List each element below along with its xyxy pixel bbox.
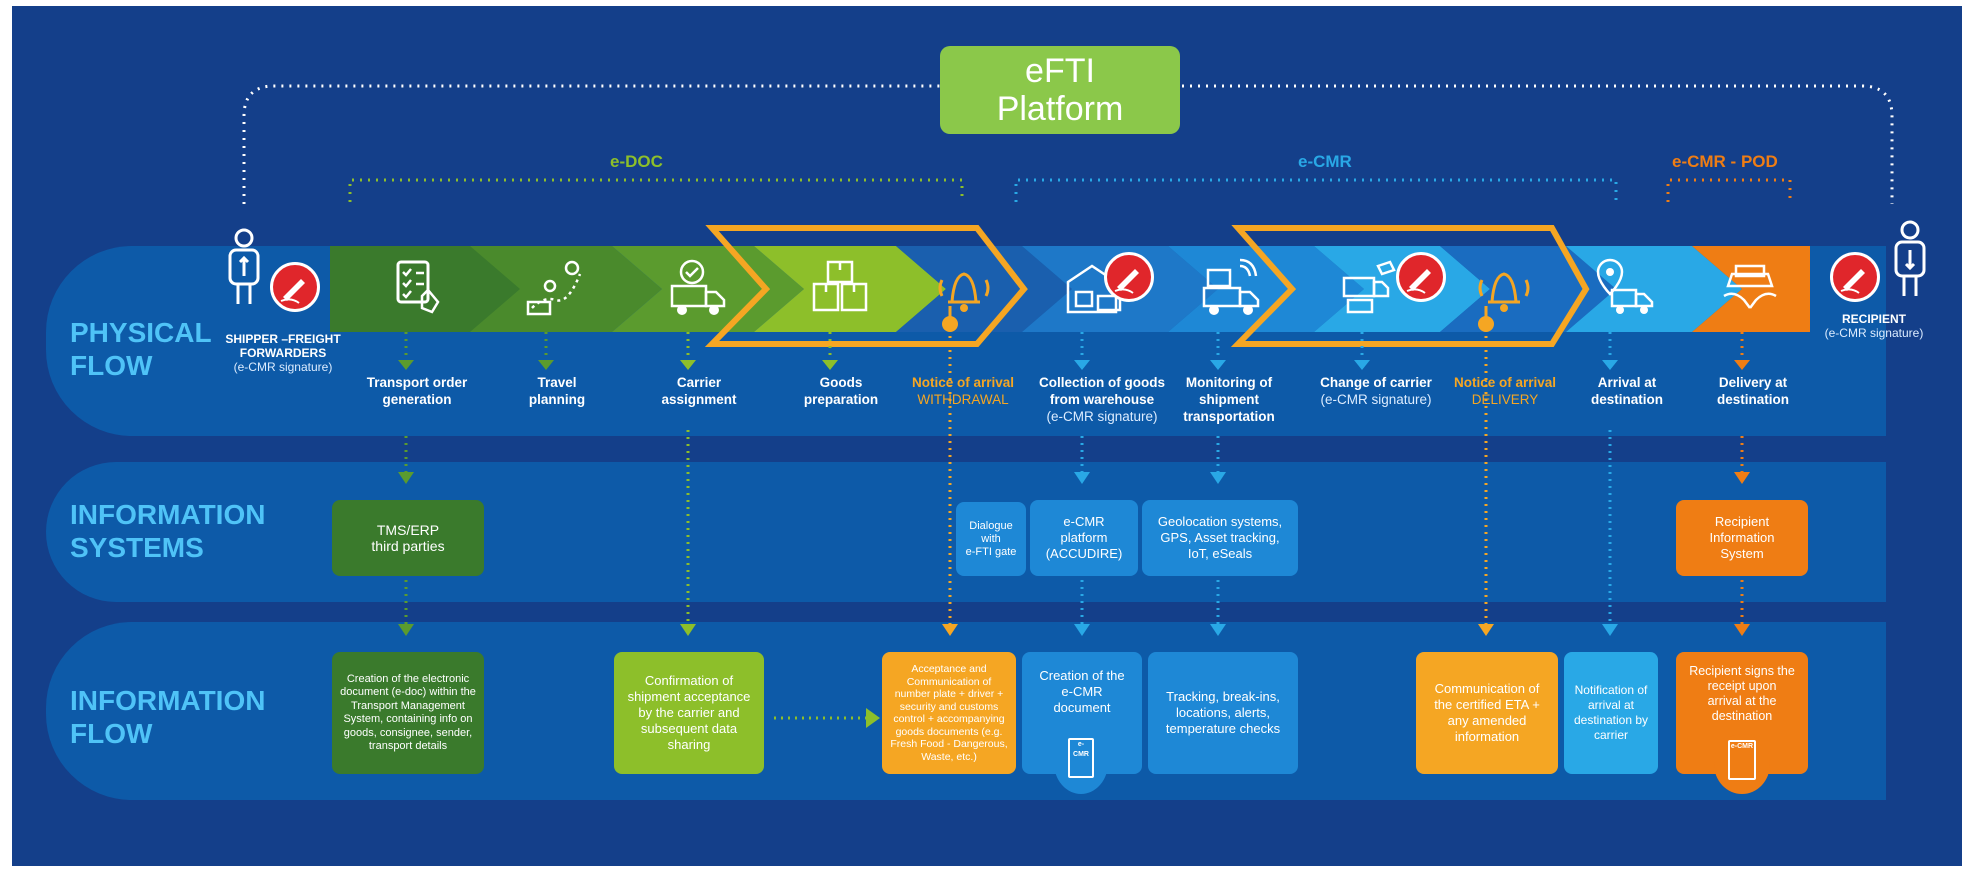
route-icon (526, 260, 582, 316)
boxes-icon (812, 260, 868, 312)
group-label-ecmr-pod: e-CMR - POD (1672, 152, 1778, 171)
checklist-icon (396, 260, 440, 314)
e-signature-icon-shipper (270, 262, 320, 312)
bell-icon-delivery (1478, 272, 1530, 312)
shipper-person-icon (228, 228, 260, 304)
geolocation-systems-box: Geolocation systems,GPS, Asset tracking,… (1142, 500, 1298, 576)
group-label-edoc: e-DOC (610, 152, 663, 171)
connector-lines (242, 84, 1894, 204)
carrier-change-icon (1342, 260, 1396, 314)
bell-icon-withdrawal (938, 272, 990, 312)
diagram-canvas: { "platform": {"line1": "eFTI", "line2":… (12, 6, 1962, 866)
efti-platform-box: eFTI Platform (940, 46, 1180, 134)
signed-ecmr-document-icon: e-CMR (1728, 740, 1756, 780)
delivery-hands-icon (1723, 264, 1777, 309)
step-change-carrier: Change of carrier(e-CMR signature) (1320, 375, 1432, 407)
truck-check-icon (670, 259, 726, 315)
vertical-flow-connectors (398, 306, 1750, 728)
tracking-alerts-box: Tracking, break-ins,locations, alerts,te… (1148, 652, 1298, 774)
location-truck-icon (1596, 258, 1654, 314)
tracked-truck-icon (1202, 258, 1260, 315)
platform-title: eFTI (1025, 52, 1095, 90)
recipient-person-icon (1894, 220, 1926, 296)
group-label-ecmr: e-CMR (1298, 152, 1352, 171)
recipient-label: RECIPIENT (e-CMR signature) (1824, 312, 1924, 340)
e-signature-icon-collection (1104, 252, 1154, 302)
platform-subtitle: Platform (996, 90, 1124, 128)
e-signature-icon-recipient (1830, 252, 1880, 302)
e-signature-icon-carrier-change (1396, 252, 1446, 302)
notice-outline-arrows (704, 225, 1590, 347)
ecmr-document-icon: e-CMR (1068, 738, 1094, 778)
